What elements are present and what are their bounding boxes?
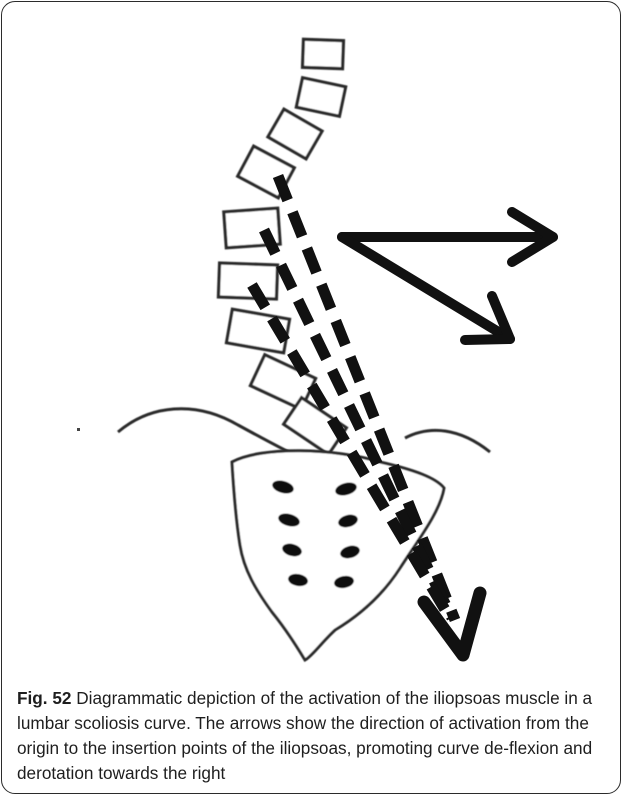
spine [218, 39, 346, 454]
insertion-arrowhead [424, 593, 480, 655]
figure-label: Fig. 52 [17, 688, 71, 708]
vertebra [296, 78, 345, 116]
figure-caption: Fig. 52 Diagrammatic depiction of the ac… [17, 686, 611, 786]
caption-text: Diagrammatic depiction of the activation… [17, 688, 592, 783]
vertebra [218, 263, 277, 299]
stray-mark [77, 428, 80, 431]
vertebra [303, 39, 344, 68]
scoliosis-diagram [0, 0, 624, 680]
diagonal-arrow [342, 237, 510, 340]
direction-arrows [342, 212, 553, 340]
vertebra [268, 109, 322, 159]
